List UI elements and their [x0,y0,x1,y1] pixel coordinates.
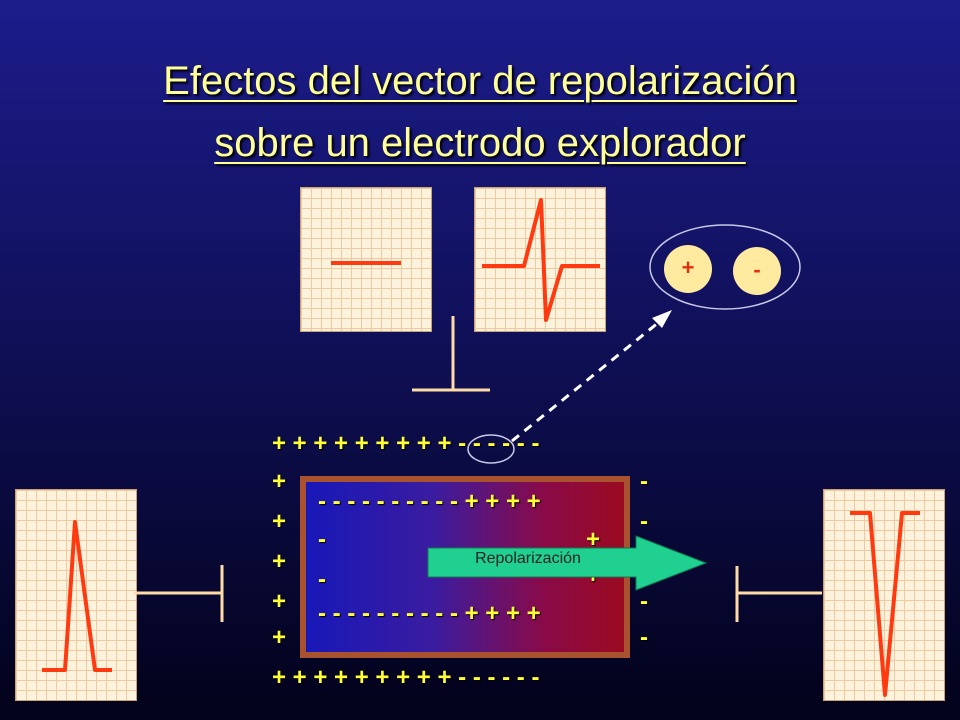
inner-sign-left-2: - [318,566,326,593]
dipole-positive: + [664,245,712,293]
outer-sign-right-4: - [640,588,648,615]
dipole-enclosure [649,224,801,310]
outer-sign-left-2: + [272,508,287,535]
repolarization-label: Repolarización [475,550,581,567]
outer-sign-right-2: - [640,508,648,535]
positive-wave-trace [42,520,112,672]
outer-sign-left-4: + [272,588,287,615]
inner-sign-left-1: - [318,526,326,553]
outer-sign-left-3: + [272,548,287,575]
electrode-top [412,316,490,392]
outer-signs-bottom: + + + + + + + + + - - - - - - [272,664,540,691]
repolarization-arrow [427,535,708,591]
outer-sign-right-5: - [640,624,648,651]
inner-signs-top: - - - - - - - - - - + + + + [318,488,541,515]
outer-sign-right-1: - [640,468,648,495]
negative-wave-trace [850,511,920,697]
title-line-2: sobre un electrodo explorador [214,121,746,165]
pointer-arrowhead [652,310,672,328]
inner-signs-bottom: - - - - - - - - - - + + + + [318,600,541,627]
electrode-left [134,565,224,622]
outer-sign-left-5: + [272,624,287,651]
inner-sign-right-1: + [586,526,601,553]
electrode-right [735,566,822,622]
outer-sign-left-1: + [272,468,287,495]
dipole-negative: - [733,247,781,295]
dashed-pointer [511,316,665,443]
highlight-circle [467,434,515,464]
slide-title: Efectos del vector de repolarización sob… [0,50,960,174]
ecg-panel-top-left [300,187,432,332]
title-line-1: Efectos del vector de repolarización [163,59,797,103]
ecg-panel-right [823,489,945,701]
outer-signs-top: + + + + + + + + + - - - - - - [272,430,540,457]
biphasic-trace [482,198,600,322]
